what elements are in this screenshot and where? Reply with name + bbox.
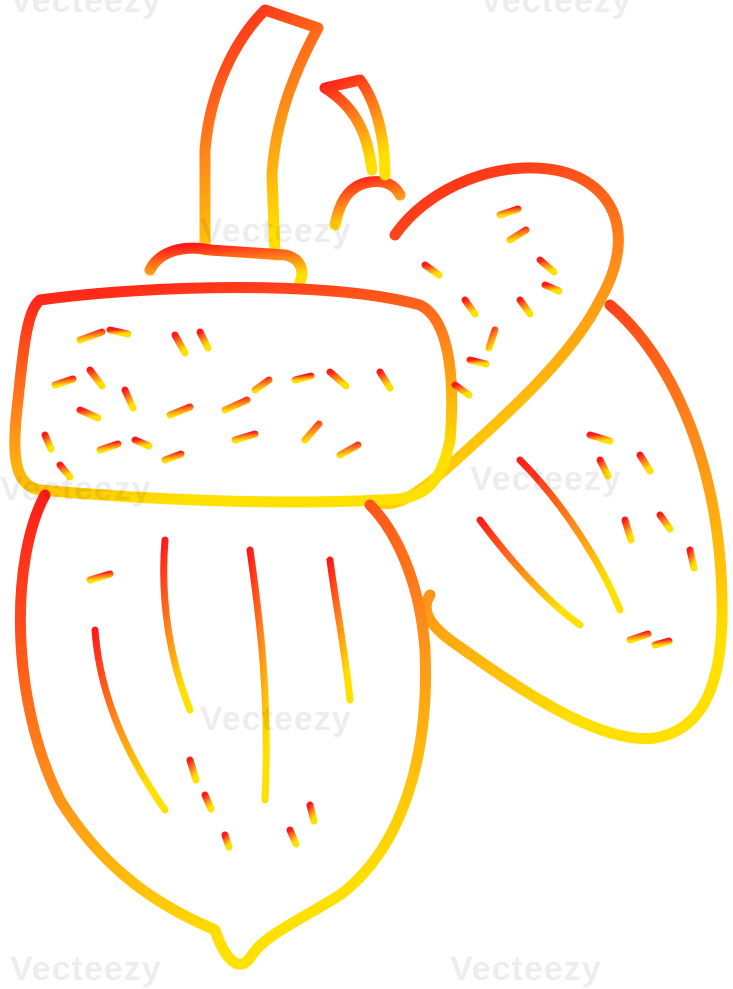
back-stem — [329, 176, 406, 231]
front-acorn-nut — [14, 489, 432, 970]
front-stem — [199, 4, 324, 261]
back-acorn-nut — [420, 299, 728, 745]
front-acorn-cap — [9, 282, 458, 508]
